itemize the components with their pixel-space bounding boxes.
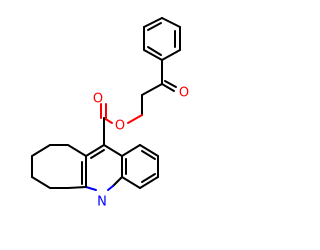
- bond: [103, 144, 123, 157]
- atom-labels: O O O N: [93, 86, 189, 210]
- bond: [161, 83, 175, 92]
- bond: [112, 176, 123, 187]
- bond: [103, 117, 113, 124]
- bond: [164, 80, 177, 88]
- phenyl-ring: [143, 17, 181, 61]
- bond: [143, 49, 163, 61]
- bond: [85, 186, 97, 191]
- bond: [161, 17, 181, 28]
- bond: [90, 149, 105, 159]
- structure-diagram: O O O N: [31, 17, 189, 210]
- bond: [31, 176, 51, 189]
- bond: [161, 49, 181, 61]
- tetrahydroacridine-core: [31, 144, 159, 191]
- bond: [31, 144, 51, 157]
- bond: [141, 83, 163, 96]
- bond: [141, 173, 156, 183]
- bond: [107, 185, 114, 191]
- bond: [147, 22, 162, 31]
- bond: [139, 144, 159, 157]
- ketone-oxygen-label: O: [179, 86, 189, 101]
- bond: [141, 150, 156, 160]
- bond: [139, 176, 159, 189]
- bond: [143, 17, 163, 28]
- bond: [127, 114, 143, 124]
- carbonyl-oxygen-label: O: [93, 92, 103, 107]
- bond: [121, 176, 141, 189]
- bond: [147, 46, 162, 56]
- bond: [67, 144, 87, 157]
- ring-nitrogen-label: N: [97, 195, 107, 210]
- bond: [67, 186, 87, 189]
- molecule-canvas: O O O N: [31, 17, 190, 210]
- bond: [85, 144, 105, 157]
- ester-oxygen-label: O: [115, 119, 125, 134]
- phenacyl-chain: [100, 59, 177, 146]
- bond: [121, 144, 141, 157]
